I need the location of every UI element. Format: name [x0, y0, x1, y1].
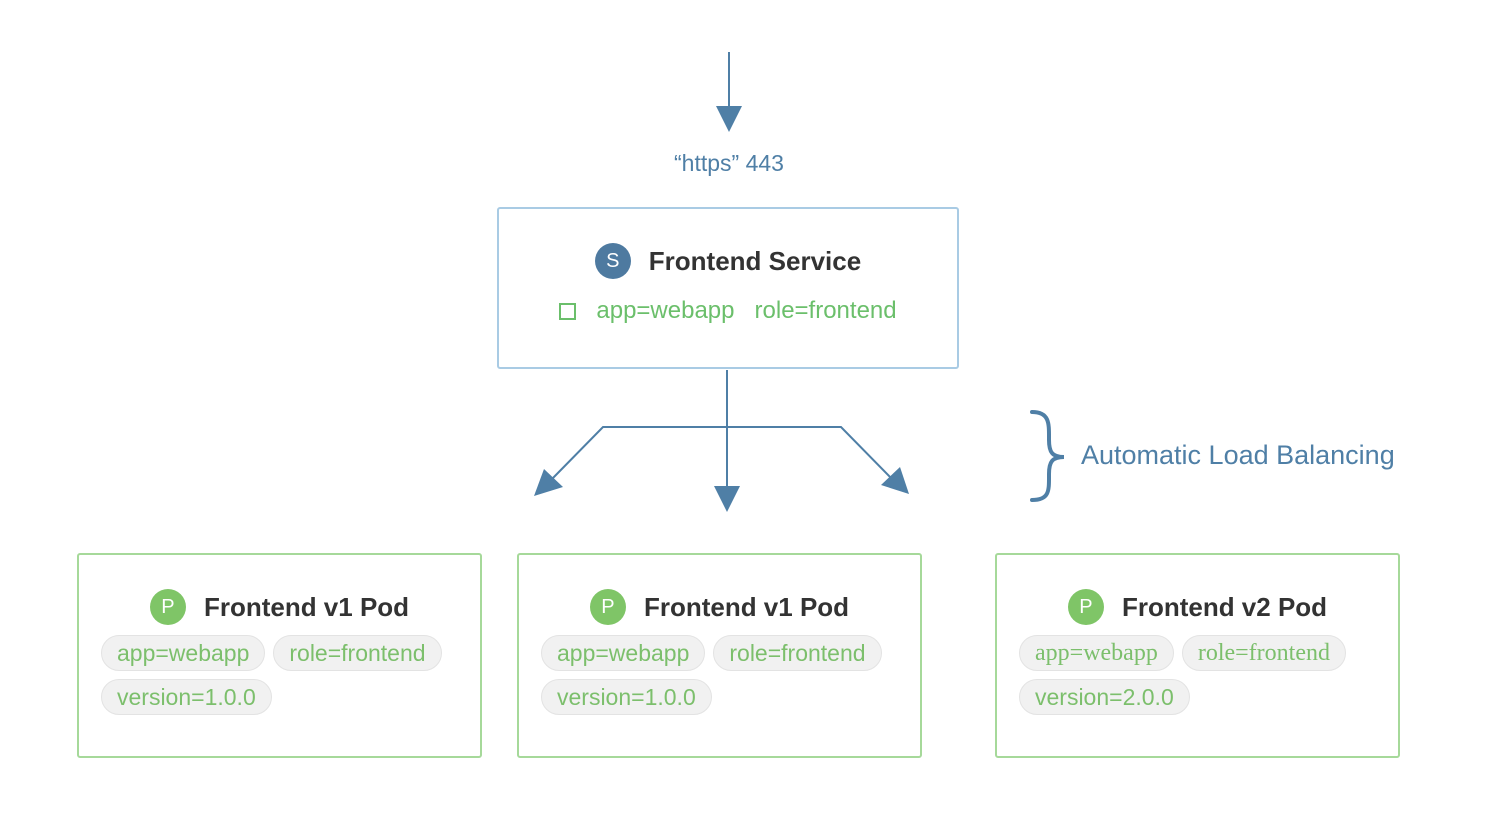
load-balancing-label: Automatic Load Balancing — [1081, 440, 1395, 470]
pod-title: Frontend v2 Pod — [1121, 591, 1328, 622]
label-pill: version=2.0.0 — [1019, 679, 1190, 715]
frontend-service-box[interactable]: S Frontend Service app=webapp role=front… — [497, 207, 959, 369]
port-label: “https” 443 — [674, 150, 784, 176]
label-pill: role=frontend — [713, 635, 882, 671]
right-arrowhead — [881, 467, 909, 494]
left-branch-line — [551, 426, 727, 480]
selector-square-icon — [559, 302, 577, 320]
pod-title: Frontend v1 Pod — [643, 591, 850, 622]
pod-header: P Frontend v1 Pod — [519, 589, 920, 625]
service-selector-app: app=webapp — [596, 297, 735, 324]
pod-box-3[interactable]: P Frontend v2 Pod app=webapp role=fronte… — [995, 553, 1400, 758]
service-header: S Frontend Service — [499, 243, 957, 279]
label-pill: app=webapp — [541, 635, 706, 671]
service-selector-row: app=webapp role=frontend — [499, 297, 957, 325]
curly-brace-icon — [1030, 410, 1065, 502]
label-pill: app=webapp — [1019, 635, 1174, 671]
label-pill: version=1.0.0 — [101, 679, 272, 715]
center-arrowhead — [714, 486, 740, 512]
pod-box-2[interactable]: P Frontend v1 Pod app=webapp role=fronte… — [517, 553, 922, 758]
pod-labels: app=webapp role=frontend version=1.0.0 — [541, 635, 911, 715]
left-arrowhead — [534, 469, 563, 496]
label-pill: role=frontend — [1181, 635, 1346, 671]
incoming-arrowhead — [716, 106, 742, 132]
pod-labels: app=webapp role=frontend version=2.0.0 — [1019, 635, 1389, 715]
pod-badge-icon: P — [1067, 589, 1104, 625]
service-badge-icon: S — [594, 243, 631, 279]
pod-box-1[interactable]: P Frontend v1 Pod app=webapp role=fronte… — [77, 553, 482, 758]
pod-labels: app=webapp role=frontend version=1.0.0 — [101, 635, 471, 715]
label-pill: role=frontend — [273, 635, 442, 671]
pod-title: Frontend v1 Pod — [203, 591, 410, 622]
pod-header: P Frontend v1 Pod — [79, 589, 480, 625]
pod-badge-icon: P — [589, 589, 626, 625]
pod-header: P Frontend v2 Pod — [997, 589, 1398, 625]
service-selector-role: role=frontend — [754, 297, 897, 324]
label-pill: version=1.0.0 — [541, 679, 712, 715]
label-pill: app=webapp — [101, 635, 266, 671]
service-title: Frontend Service — [648, 245, 862, 276]
pod-badge-icon: P — [149, 589, 186, 625]
right-branch-line — [727, 426, 893, 480]
